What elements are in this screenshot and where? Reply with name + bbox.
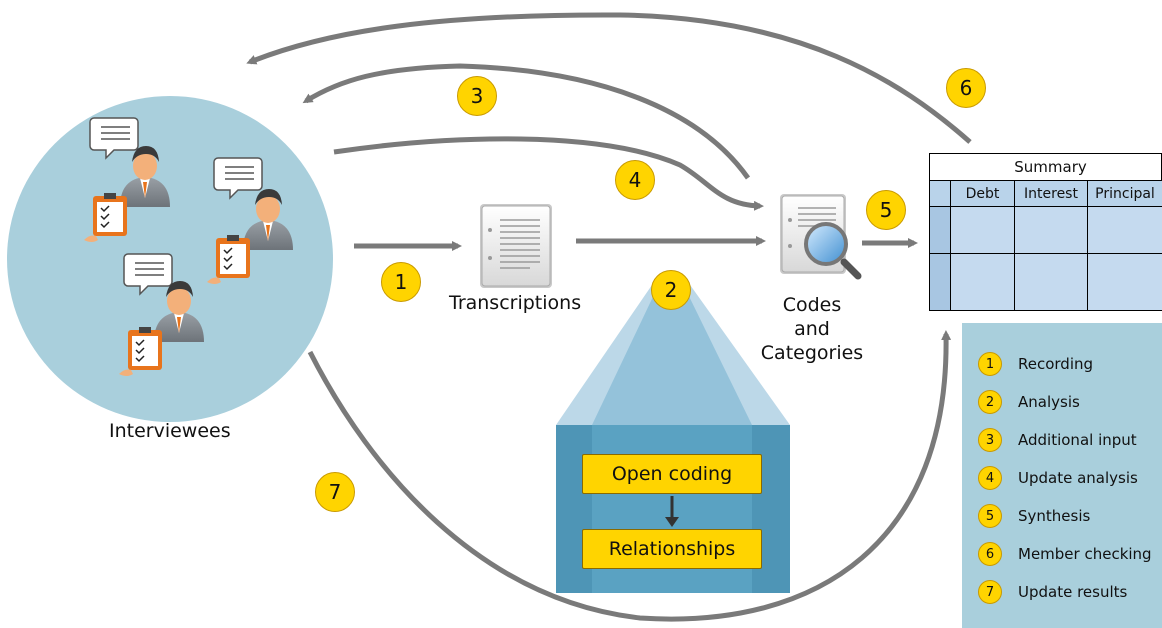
relationships-box: Relationships: [582, 529, 762, 569]
legend-badge: 4: [978, 466, 1002, 490]
table-row-header: [929, 254, 950, 311]
clipboard-icon: [207, 235, 250, 284]
legend-item: 5 Synthesis: [978, 504, 1090, 528]
codes-label-line-2: and: [794, 318, 830, 340]
legend-badge: 6: [978, 542, 1002, 566]
step-badge-6: 6: [946, 68, 986, 108]
step-badge-3: 3: [457, 76, 497, 116]
arrow-member-checking: [246, 12, 972, 144]
coding-arrow-head: [665, 517, 679, 527]
person-icon: [154, 281, 204, 342]
codes-label-line-1: Codes: [782, 294, 842, 316]
summary-table: Summary Debt Interest Principal: [929, 153, 1162, 311]
clipboard-icon: [119, 327, 162, 376]
interviewee-group-3: [119, 253, 204, 376]
table-header-principal: Principal: [1087, 180, 1162, 207]
step-badge-1: 1: [381, 262, 421, 302]
table-cell: [1014, 207, 1087, 254]
arrow-update-analysis: [333, 136, 764, 211]
summary-title: Summary: [929, 153, 1162, 180]
step-badge-7: 7: [315, 472, 355, 512]
step-badge-5: 5: [866, 190, 906, 230]
speech-bubble-icon: [89, 117, 139, 160]
document-icon: [480, 204, 552, 288]
legend-badge: 7: [978, 580, 1002, 604]
table-row-header: [929, 207, 950, 254]
speech-bubble-icon: [123, 253, 173, 296]
clipboard-icon: [84, 193, 127, 242]
legend-badge: 1: [978, 352, 1002, 376]
table-header-corner: [929, 180, 950, 207]
step-badge-2: 2: [651, 270, 691, 310]
interviewee-group-2: [207, 157, 293, 284]
table-cell: [1014, 254, 1087, 311]
legend-item: 2 Analysis: [978, 390, 1080, 414]
legend-panel: 1 Recording 2 Analysis 3 Additional inpu…: [962, 323, 1162, 628]
transcriptions-label: Transcriptions: [449, 292, 582, 314]
legend-badge: 5: [978, 504, 1002, 528]
interviewees-label: Interviewees: [109, 420, 231, 442]
codes-label-line-3: Categories: [760, 342, 864, 364]
legend-item: 7 Update results: [978, 580, 1127, 604]
table-cell: [950, 207, 1014, 254]
legend-badge: 2: [978, 390, 1002, 414]
codes-categories-label: Codes and Categories: [752, 293, 872, 365]
legend-item: 6 Member checking: [978, 542, 1152, 566]
arrow-additional-input: [302, 63, 751, 180]
table-cell: [950, 254, 1014, 311]
magnifying-glass-icon: [780, 194, 862, 280]
legend-label-update-results: Update results: [1018, 583, 1128, 601]
legend-badge: 3: [978, 428, 1002, 452]
table-header-interest: Interest: [1014, 180, 1087, 207]
legend-label-additional-input: Additional input: [1018, 431, 1137, 449]
legend-label-update-analysis: Update analysis: [1018, 469, 1138, 487]
legend-label-member-checking: Member checking: [1018, 545, 1152, 563]
legend-label-synthesis: Synthesis: [1018, 507, 1091, 525]
person-icon: [120, 146, 170, 207]
arrow-update-results: [307, 330, 952, 622]
legend-item: 1 Recording: [978, 352, 1093, 376]
person-icon: [243, 189, 293, 250]
table-header-debt: Debt: [950, 180, 1014, 207]
legend-item: 3 Additional input: [978, 428, 1137, 452]
legend-label-analysis: Analysis: [1018, 393, 1080, 411]
analysis-cone-inner: [592, 282, 752, 425]
legend-label-recording: Recording: [1018, 355, 1094, 373]
speech-bubble-icon: [213, 157, 263, 200]
legend-item: 4 Update analysis: [978, 466, 1138, 490]
table-cell: [1087, 207, 1162, 254]
table-cell: [1087, 254, 1162, 311]
open-coding-box: Open coding: [582, 454, 762, 494]
interviewee-group-1: [84, 117, 170, 242]
step-badge-4: 4: [615, 160, 655, 200]
